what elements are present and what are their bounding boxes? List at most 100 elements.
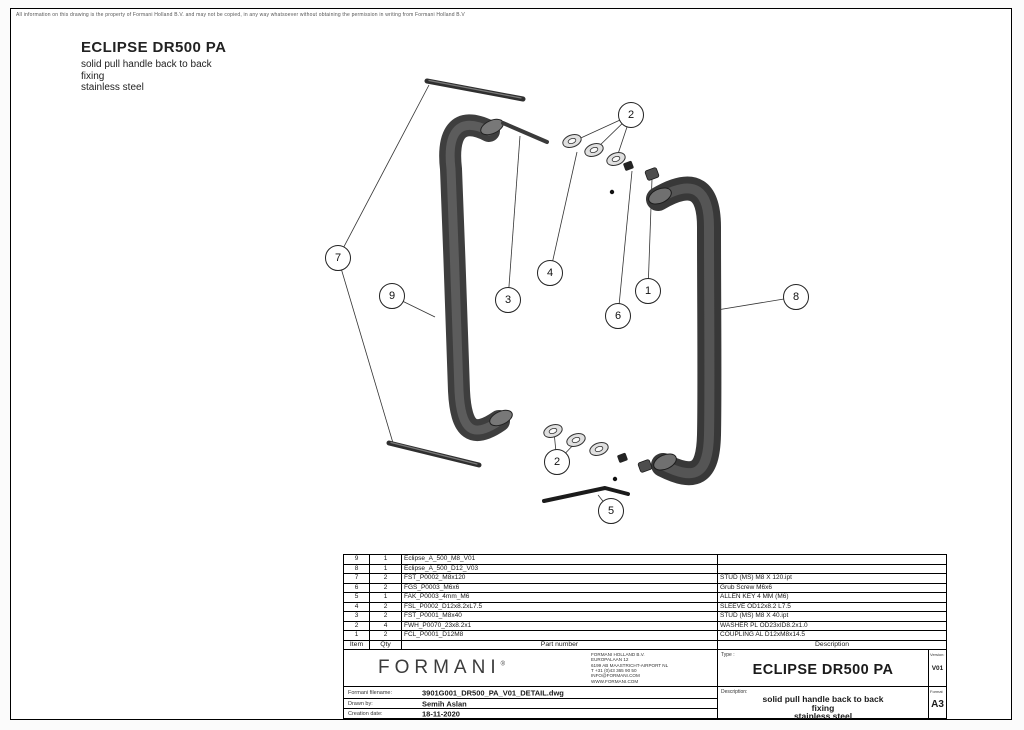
bom-cell-qty: 2	[370, 583, 402, 592]
copyright-disclaimer: All information on this drawing is the p…	[16, 12, 465, 18]
allen-key	[542, 486, 630, 503]
bom-cell-qty: 2	[370, 574, 402, 583]
company-address: FORMANI HOLLAND B.V. EUROPALAAN 12 6199 …	[591, 652, 709, 684]
bom-cell-desc: Grub Screw M6x6	[720, 583, 773, 591]
format-label: Format	[930, 689, 943, 694]
balloon-sleeve: 4	[537, 260, 563, 286]
description-line: stainless steel	[793, 711, 853, 721]
bom-cell-part: FGS_P0003_M6x6	[402, 583, 718, 592]
handle-left	[439, 114, 513, 442]
bom-cell-qty: 2	[370, 631, 402, 640]
address-line: 6199 AB MAASTRICHT-AIRPORT NL	[591, 662, 669, 668]
bom-header-part: Part number	[402, 640, 718, 649]
drawing-title: ECLIPSE DR500 PA	[81, 39, 227, 56]
description-value: solid pull handle back to back fixing st…	[718, 695, 928, 721]
balloon-washers-top: 2	[618, 102, 644, 128]
creation-date-label: Creation date:	[348, 710, 383, 717]
description-line: solid pull handle back to back	[762, 694, 884, 704]
address-line: EUROPALAAN 12	[591, 657, 629, 663]
description-label: Description:	[721, 689, 748, 695]
bom-cell-part: Eclipse_A_500_M8_V01	[402, 555, 718, 564]
bom-header-desc: Description	[815, 640, 849, 648]
version-label: Version:	[930, 652, 945, 657]
address-line: INFO@FORMANI.COM	[591, 673, 640, 679]
creation-date-value: 18-11-2020	[422, 709, 460, 718]
type-cell: Type : ECLIPSE DR500 PA	[717, 649, 928, 686]
drawing-subtitle-line: solid pull handle back to back	[81, 59, 212, 70]
bom-cell-desc: STUD (MS) M8 X 40.ipt	[720, 612, 789, 619]
bom-cell-desc: WASHER PL OD23xID8.2x1.0	[720, 621, 808, 629]
address-line: T +31 (0)43 365 90 50	[591, 668, 637, 673]
bom-header-row: Item Qty Part number Description	[344, 640, 946, 649]
bom-header-qty: Qty	[370, 640, 402, 649]
version-cell: Version: V01	[928, 649, 946, 686]
bom-cell-qty: 2	[370, 612, 402, 621]
format-value: A3	[931, 699, 944, 710]
short-stud	[501, 121, 549, 144]
bom-cell-qty: 1	[370, 564, 402, 573]
balloon-coupling: 1	[635, 278, 661, 304]
address-line: WWW.FORMANI.COM	[591, 678, 639, 684]
bom-cell-item: 9	[344, 555, 370, 564]
long-stud-top	[424, 78, 526, 102]
bom-cell-part: Eclipse_A_500_D12_V03	[402, 564, 718, 573]
company-cell: FORMANI® FORMANI HOLLAND B.V. EUROPALAAN…	[344, 649, 717, 686]
balloon-handle-right: 8	[783, 284, 809, 310]
bom-cell-item: 2	[344, 621, 370, 630]
balloon-washers-bottom: 2	[544, 449, 570, 475]
drawing-sheet: All information on this drawing is the p…	[10, 8, 1012, 720]
bom-cell-part: FAK_P0003_4mm_M6	[402, 593, 718, 602]
filename-value: 3901G001_DR500_PA_V01_DETAIL.dwg	[422, 688, 564, 697]
bom-cell-part: FST_P0001_M8x40	[402, 612, 718, 621]
handle-right	[646, 176, 722, 486]
coupling-bottom	[637, 459, 653, 473]
version-value: V01	[931, 665, 944, 672]
bom-cell-desc: COUPLING AL D12xM8x14.5	[720, 631, 806, 638]
bom-cell-part: FWH_P0070_23x8.2x1	[402, 621, 718, 630]
drawn-by-value: Semih Aslan	[422, 699, 467, 708]
type-value: ECLIPSE DR500 PA	[752, 662, 894, 678]
formani-logo: FORMANI®	[378, 657, 506, 678]
bom-cell-desc	[718, 565, 946, 574]
bom-cell-item: 5	[344, 593, 370, 602]
description-cell: Description: solid pull handle back to b…	[717, 686, 928, 721]
bom-cell-desc: SLEEVE OD12x8.2 L7.5	[720, 602, 791, 610]
filename-cell: Formani filename: 3901G001_DR500_PA_V01_…	[344, 686, 717, 698]
washers-bottom	[543, 423, 609, 457]
bom-cell-desc: ALLEN KEY 4 MM (M6)	[720, 593, 789, 600]
bom-cell-part: FCL_P0001_D12M8	[402, 631, 718, 640]
bom-cell-item: 3	[344, 612, 370, 621]
filename-label: Formani filename:	[348, 689, 393, 696]
drawn-by-cell: Drawn by: Semih Aslan	[344, 698, 717, 708]
bom-cell-qty: 1	[370, 593, 402, 602]
description-line: fixing	[811, 702, 835, 713]
drawing-subtitle-line: fixing	[81, 70, 105, 82]
bom-cell-item: 7	[344, 574, 370, 583]
creation-date-cell: Creation date: 18-11-2020	[344, 708, 717, 718]
exploded-view-drawing	[337, 78, 797, 512]
bom-cell-item: 8	[344, 564, 370, 573]
bom-cell-qty: 2	[370, 602, 402, 611]
bom-cell-item: 4	[344, 602, 370, 611]
registered-mark: ®	[500, 661, 506, 668]
balloon-short-stud: 3	[495, 287, 521, 313]
bom-header-item: Item	[344, 640, 370, 649]
bom-cell-qty: 4	[370, 621, 402, 630]
bom-cell-qty: 1	[370, 555, 402, 564]
bom-cell-item: 6	[344, 583, 370, 592]
grub-screw-bottom	[617, 452, 628, 463]
format-cell: Format A3	[928, 686, 946, 718]
drawing-subtitle-line: stainless steel	[81, 82, 144, 93]
grub-screw-top	[623, 160, 634, 171]
bom-cell-desc	[718, 555, 946, 564]
bom-cell-part: FST_P0002_M8x120	[402, 574, 718, 583]
grub-screw-dot-top	[609, 189, 615, 195]
